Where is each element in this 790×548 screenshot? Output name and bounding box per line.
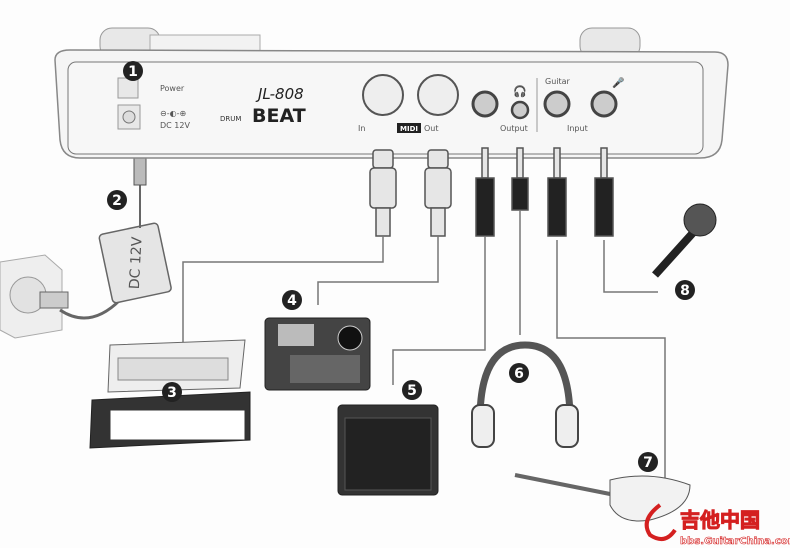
cable-plugs <box>369 147 614 237</box>
dc-label: DC 12V <box>160 121 190 130</box>
microphone <box>652 203 717 278</box>
output-jack[interactable] <box>471 90 499 118</box>
brand-large: BEAT <box>252 105 306 127</box>
midi-keyboard-and-footcontroller <box>89 339 251 449</box>
wall-socket <box>0 254 63 339</box>
svg-text:6: 6 <box>514 366 524 382</box>
model-name: JL-808 <box>255 85 304 103</box>
brand-small: DRUM <box>220 115 241 123</box>
midi-out-label: Out <box>424 124 439 133</box>
callout-6: 6 <box>509 363 529 383</box>
connection-lines <box>182 210 666 480</box>
svg-text:5: 5 <box>407 383 417 399</box>
svg-text:8: 8 <box>680 283 690 299</box>
callout-markers: 1 2 3 4 5 6 7 8 <box>107 61 695 472</box>
headphone-jack[interactable] <box>510 100 530 120</box>
electric-guitar <box>514 473 691 522</box>
headphone-icon: 🎧 <box>513 85 527 98</box>
power-label: Power <box>160 84 185 93</box>
callout-3: 3 <box>162 382 182 402</box>
watermark-chinese: 吉他中国 <box>680 508 760 532</box>
power-adapter: DC 12V <box>39 144 172 320</box>
svg-text:4: 4 <box>287 293 297 309</box>
midi-in-label: In <box>358 124 365 133</box>
adapter-label: DC 12V <box>127 236 146 290</box>
drum-machine-module <box>264 317 371 391</box>
callout-1: 1 <box>123 61 143 81</box>
svg-text:1: 1 <box>128 64 138 80</box>
svg-text:2: 2 <box>112 193 122 209</box>
watermark-url: bbs.GuitarChina.com <box>680 536 790 547</box>
svg-text:⊖-◐-⊕: ⊖-◐-⊕ <box>160 109 186 118</box>
callout-4: 4 <box>282 290 302 310</box>
midi-in-port[interactable] <box>362 74 404 116</box>
guitar-amplifier <box>337 404 439 496</box>
watermark: 吉他中国 bbs.GuitarChina.com <box>644 503 790 547</box>
mic-input-jack[interactable] <box>590 90 618 118</box>
callout-8: 8 <box>675 280 695 300</box>
callout-7: 7 <box>638 452 658 472</box>
callout-5: 5 <box>402 380 422 400</box>
midi-label: MIDI <box>400 125 418 133</box>
input-label: Input <box>567 124 588 133</box>
callout-2: 2 <box>107 190 127 210</box>
guitar-input-jack[interactable] <box>543 90 571 118</box>
power-switch[interactable] <box>117 77 139 99</box>
guitar-label: Guitar <box>545 77 571 86</box>
microphone-icon: 🎤 <box>612 76 625 89</box>
svg-text:7: 7 <box>643 455 653 471</box>
headphones <box>471 341 579 448</box>
midi-out-port[interactable] <box>417 74 459 116</box>
output-label: Output <box>500 124 528 133</box>
drum-machine-device: Power ⊖-◐-⊕ DC 12V JL-808 DRUM BEAT In M… <box>54 27 729 159</box>
svg-text:3: 3 <box>167 385 177 401</box>
